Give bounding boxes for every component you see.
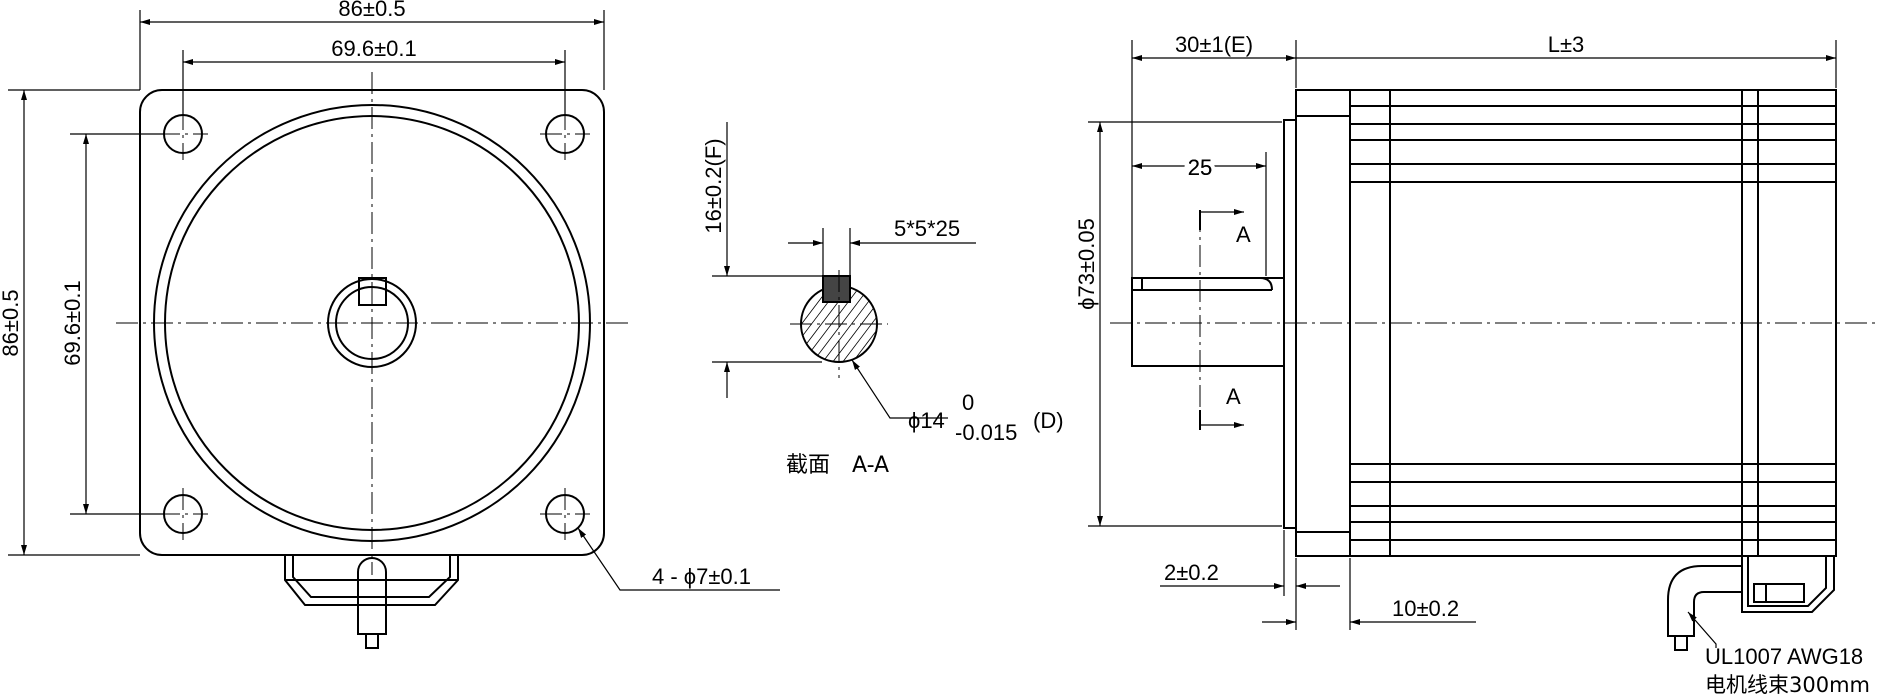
side-view: A A bbox=[1110, 89, 1877, 651]
dim-tol-upper: 0 bbox=[962, 390, 974, 415]
cable-desc: 电机线束300mm bbox=[1705, 673, 1870, 696]
front-view bbox=[116, 72, 632, 649]
cable-outlet bbox=[357, 557, 387, 649]
flange-step bbox=[1283, 119, 1297, 529]
dim-width-outer: 86±0.5 bbox=[338, 0, 405, 21]
front-dimensions: 86±0.5 69.6±0.1 86±0.5 69.6±0.1 4 - ϕ7±0… bbox=[0, 0, 780, 591]
dim-flange-gap: 2±0.2 bbox=[1164, 560, 1219, 585]
dim-shaft-length: 30±1(E) bbox=[1175, 32, 1253, 57]
output-shaft bbox=[1131, 277, 1285, 367]
dim-key-height: 16±0.2(F) bbox=[701, 138, 726, 233]
section-caption: 截面 A-A bbox=[786, 453, 889, 478]
dim-tol-class: (D) bbox=[1033, 408, 1064, 433]
side-connector bbox=[1667, 556, 1835, 651]
dim-body-length: L±3 bbox=[1548, 32, 1585, 57]
dim-key-length: 25 bbox=[1188, 155, 1212, 180]
dim-shaft-dia: ϕ14 bbox=[908, 408, 945, 433]
section-hatch bbox=[801, 286, 877, 362]
dim-flange-thickness: 10±0.2 bbox=[1392, 596, 1459, 621]
connector-box bbox=[284, 555, 459, 606]
svg-text:25: 25 bbox=[1188, 155, 1212, 180]
dim-tol-lower: -0.015 bbox=[955, 420, 1017, 445]
dim-hole-spacing-y: 69.6±0.1 bbox=[60, 280, 85, 365]
dim-hole-spacing-x: 69.6±0.1 bbox=[331, 36, 416, 61]
dim-pilot-dia: ϕ73±0.05 bbox=[1074, 218, 1099, 310]
section-mark-top: A bbox=[1236, 222, 1251, 247]
side-dimensions: 30±1(E) L±3 25 25 ϕ73±0.05 2±0.2 10±0.2 … bbox=[1074, 32, 1870, 696]
section-mark-bottom: A bbox=[1226, 384, 1241, 409]
section-view: 16±0.2(F) 5*5*25 ϕ14 0 -0.015 (D) 截面 A-A bbox=[701, 122, 1064, 478]
dim-height-outer: 86±0.5 bbox=[0, 289, 23, 356]
shaft-key bbox=[358, 277, 387, 306]
dim-mount-holes: 4 - ϕ7±0.1 bbox=[652, 564, 751, 589]
dim-key-size: 5*5*25 bbox=[894, 216, 960, 241]
cable-spec: UL1007 AWG18 bbox=[1705, 644, 1863, 669]
key-section bbox=[822, 275, 851, 303]
